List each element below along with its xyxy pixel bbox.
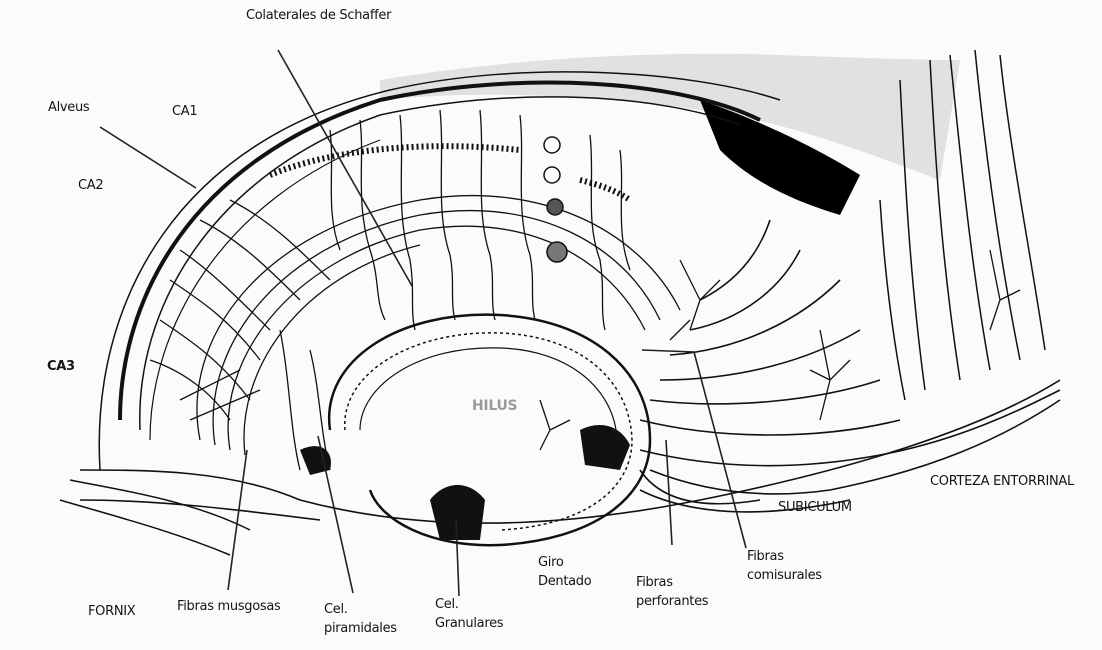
pyramidal-cell-row (270, 146, 630, 200)
label-fornix: FORNIX (88, 602, 135, 621)
fornix-curves (60, 480, 250, 555)
pyramidal-layer (197, 196, 680, 455)
leader-fibras-comisurales (642, 350, 746, 548)
entorhinal-cortex-fibers (80, 220, 1060, 523)
label-corteza-entorrinal: CORTEZA ENTORRINAL (930, 472, 1074, 491)
granule-cells (300, 425, 630, 540)
label-alveus: Alveus (48, 98, 89, 117)
label-colaterales-schaffer: Colaterales de Schaffer (246, 6, 391, 25)
label-giro-dentado: Giro Dentado (538, 553, 591, 591)
alveus-arcs (99, 72, 780, 470)
label-fibras-musgosas: Fibras musgosas (177, 597, 281, 616)
label-subiculum: SUBICULUM (778, 498, 852, 517)
label-ca3: CA3 (47, 357, 75, 376)
label-ca1: CA1 (172, 102, 197, 121)
label-hilus: HILUS (472, 397, 517, 416)
leader-cel-piramidales (318, 436, 353, 593)
leader-fibras-musgosas (228, 450, 247, 590)
label-fibras-perforantes: Fibras perforantes (636, 573, 708, 611)
label-cel-granulares: Cel. Granulares (435, 595, 503, 633)
label-cel-piramidales: Cel. piramidales (324, 600, 397, 638)
interneuron-cells (544, 137, 567, 262)
label-ca2: CA2 (78, 176, 103, 195)
label-fibras-comisurales: Fibras comisurales (747, 547, 822, 585)
leader-alveus (100, 127, 196, 188)
